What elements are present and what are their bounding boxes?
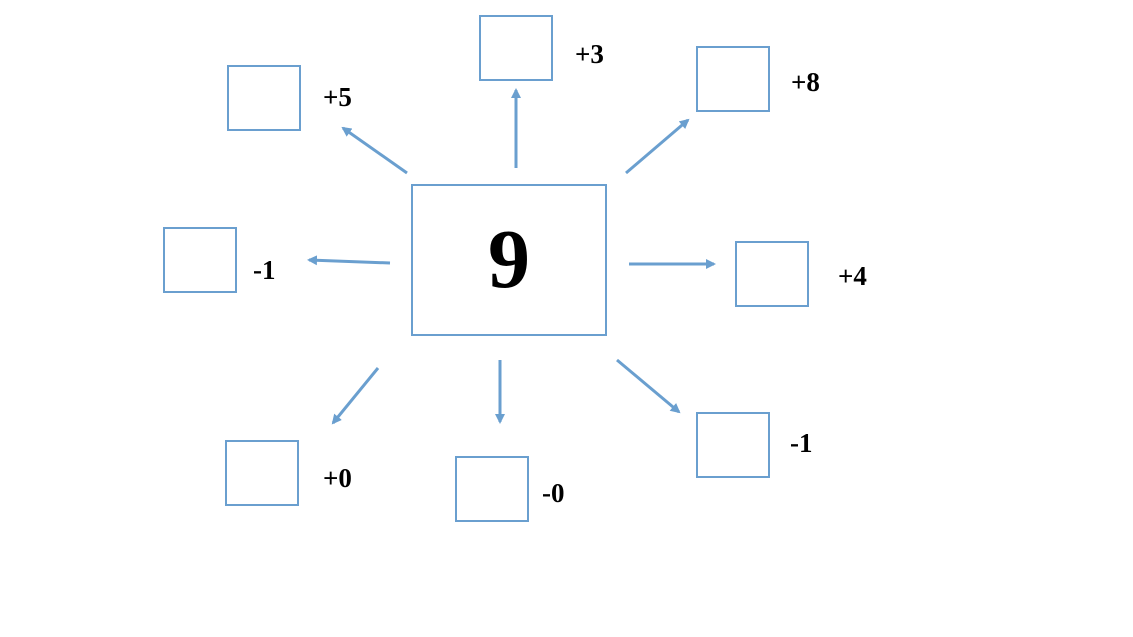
operation-label-bottom-right: -1 (790, 428, 813, 458)
answer-box-bottom-left[interactable] (225, 440, 299, 506)
arrow-top-right (625, 118, 690, 175)
arrow-bottom-left (331, 367, 380, 425)
arrow-bottom-right (616, 358, 681, 414)
center-number-box: 9 (411, 184, 607, 336)
center-number: 9 (488, 213, 530, 306)
arrow-left (307, 255, 391, 266)
operation-label-bottom: -0 (542, 478, 565, 508)
arrow-top-left (341, 126, 408, 175)
answer-box-bottom[interactable] (455, 456, 529, 522)
answer-box-top-left[interactable] (227, 65, 301, 131)
operation-label-top: +3 (575, 39, 604, 69)
answer-box-left[interactable] (163, 227, 237, 293)
operation-label-bottom-left: +0 (323, 463, 352, 493)
operation-label-right: +4 (838, 261, 867, 291)
operation-label-top-left: +5 (323, 82, 352, 112)
answer-box-top[interactable] (479, 15, 553, 81)
answer-box-right[interactable] (735, 241, 809, 307)
answer-box-bottom-right[interactable] (696, 412, 770, 478)
operation-label-left: -1 (253, 255, 276, 285)
answer-box-top-right[interactable] (696, 46, 770, 112)
operation-label-top-right: +8 (791, 67, 820, 97)
